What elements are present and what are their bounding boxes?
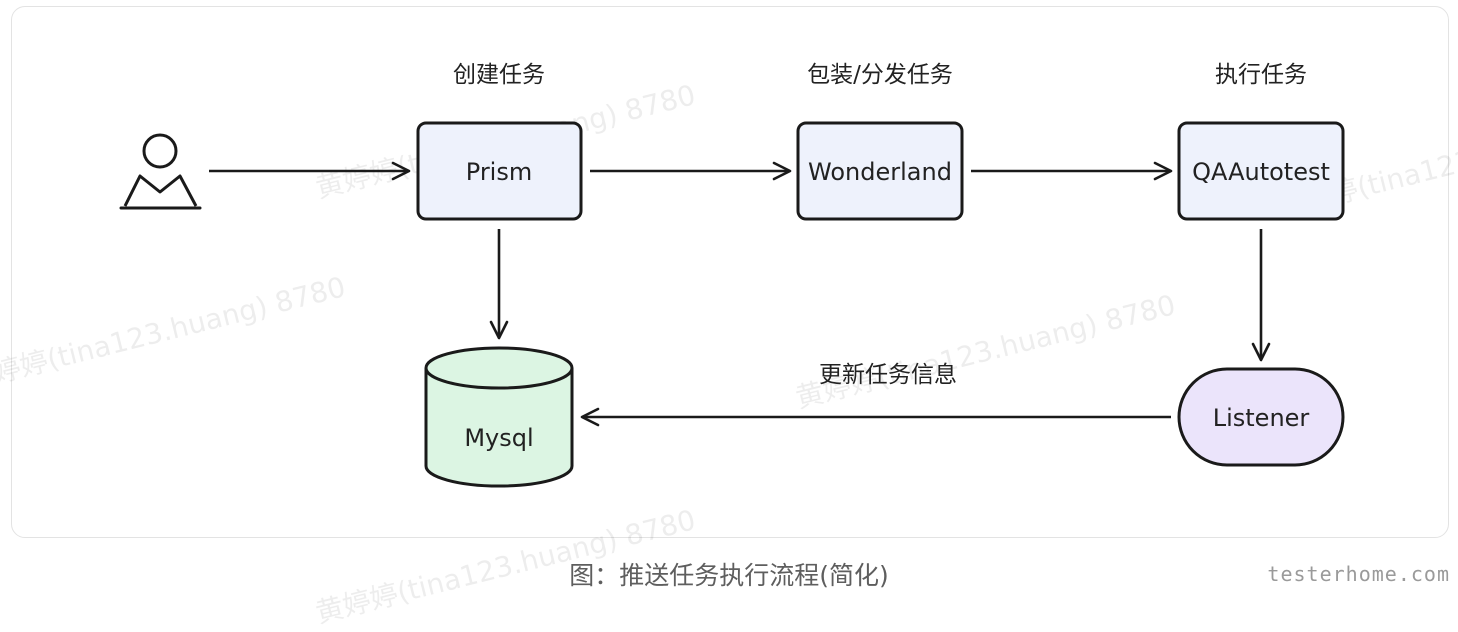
node-listener-label: Listener (1213, 404, 1310, 432)
node-qaautotest-label: QAAutotest (1192, 158, 1330, 186)
user-icon (119, 133, 202, 210)
brand-watermark: testerhome.com (1267, 562, 1450, 586)
node-prism: Prism (416, 121, 583, 221)
node-mysql-label: Mysql (464, 424, 533, 452)
node-wonderland: Wonderland (796, 121, 964, 221)
step-label-dispatch: 包装/分发任务 (807, 62, 953, 88)
step-label-update: 更新任务信息 (819, 362, 957, 388)
node-wonderland-label: Wonderland (808, 158, 952, 186)
node-listener: Listener (1177, 367, 1345, 467)
node-prism-label: Prism (466, 158, 532, 186)
figure-caption: 图：推送任务执行流程(简化) (569, 561, 889, 590)
node-qaautotest: QAAutotest (1177, 121, 1345, 221)
step-label-create: 创建任务 (453, 62, 545, 88)
node-mysql: Mysql (424, 346, 574, 488)
step-label-execute: 执行任务 (1215, 62, 1307, 88)
flow-diagram: 创建任务 包装/分发任务 执行任务 更新任务信息 Prism Wonderlan… (119, 62, 1345, 488)
